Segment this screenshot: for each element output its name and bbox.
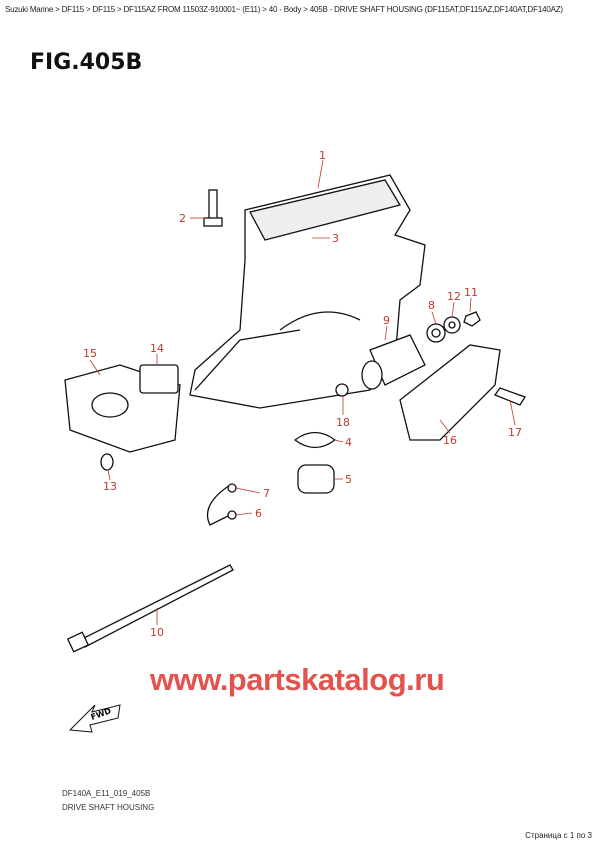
callout-11[interactable]: 11 [464, 286, 478, 299]
callout-1[interactable]: 1 [319, 149, 326, 162]
bolt [208, 189, 218, 221]
breadcrumb[interactable]: Suzuki Marine > DF115 > DF115 > DF115AZ … [5, 5, 563, 14]
seal [293, 431, 337, 449]
grommet [100, 453, 114, 471]
callout-7[interactable]: 7 [263, 487, 270, 500]
bolt [493, 387, 526, 406]
fwd-arrow-icon: FWD [68, 704, 121, 733]
callout-6[interactable]: 6 [255, 507, 262, 520]
callout-18[interactable]: 18 [336, 416, 350, 429]
callout-16[interactable]: 16 [443, 434, 457, 447]
callout-13[interactable]: 13 [103, 480, 117, 493]
callout-9[interactable]: 9 [383, 314, 390, 327]
pagination: Страница с 1 по 3 [525, 831, 592, 840]
clip [206, 484, 231, 526]
callout-2[interactable]: 2 [179, 212, 186, 225]
callout-5[interactable]: 5 [345, 473, 352, 486]
rubber-mount [297, 464, 335, 494]
washer [335, 383, 349, 397]
callout-8[interactable]: 8 [428, 299, 435, 312]
callout-4[interactable]: 4 [345, 436, 352, 449]
figure-title: FIG.405B [30, 50, 143, 75]
diagram-caption: DRIVE SHAFT HOUSING [62, 803, 155, 812]
callout-14[interactable]: 14 [150, 342, 164, 355]
housing-top-plate [249, 179, 402, 241]
watermark: www.partskatalog.ru [150, 662, 445, 697]
nut [463, 311, 481, 327]
drawing-code: DF140A_E11_019_405B [62, 789, 151, 798]
callout-12[interactable]: 12 [447, 290, 461, 303]
cover [399, 344, 501, 441]
callout-10[interactable]: 10 [150, 626, 164, 639]
callout-3[interactable]: 3 [332, 232, 339, 245]
callout-15[interactable]: 15 [83, 347, 97, 360]
rubber-pad [139, 364, 179, 394]
callout-17[interactable]: 17 [508, 426, 522, 439]
